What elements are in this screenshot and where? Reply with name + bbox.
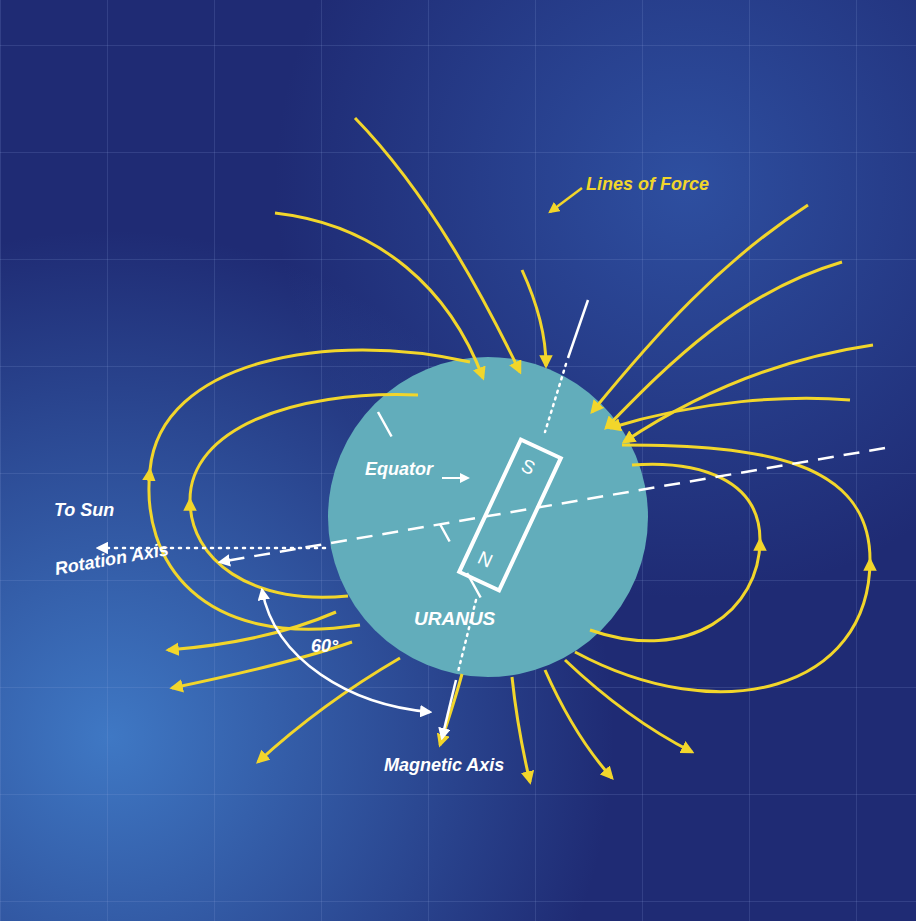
field-line: [522, 270, 546, 366]
planet-name: URANUS: [414, 609, 495, 630]
magnetic-axis-label: Magnetic Axis: [384, 756, 504, 776]
field-line: [149, 350, 470, 629]
magnet-pole: S: [518, 455, 538, 479]
field-line: [565, 660, 692, 752]
equator-label: Equator: [365, 460, 433, 480]
field-line: [275, 213, 483, 378]
angle-label: 60°: [311, 637, 338, 657]
angle-arc: [262, 590, 430, 712]
field-line: [355, 118, 520, 372]
magnetic-axis-line: [568, 300, 588, 358]
rotation-axis-line: [220, 448, 885, 562]
field-line: [258, 658, 400, 762]
magnetic-axis-line: [545, 364, 566, 432]
field-line: [610, 398, 850, 428]
field-lines-label: Lines of Force: [586, 175, 709, 195]
field-line: [590, 464, 760, 641]
field-line: [440, 674, 462, 745]
magnet-pole: N: [474, 548, 495, 573]
magnetic-axis-line: [442, 680, 456, 738]
field-line: [575, 445, 870, 692]
field-line: [592, 205, 808, 412]
field-line: [545, 670, 612, 778]
planet-circle: EquatorURANUS S N: [328, 357, 648, 677]
sun-direction-label: To Sun: [54, 501, 114, 521]
field-line: [624, 345, 873, 442]
equator-pointer: [442, 477, 468, 479]
equator-line: [378, 412, 482, 600]
label-leader: [550, 188, 582, 212]
field-line: [512, 677, 530, 782]
field-line: [168, 612, 336, 650]
